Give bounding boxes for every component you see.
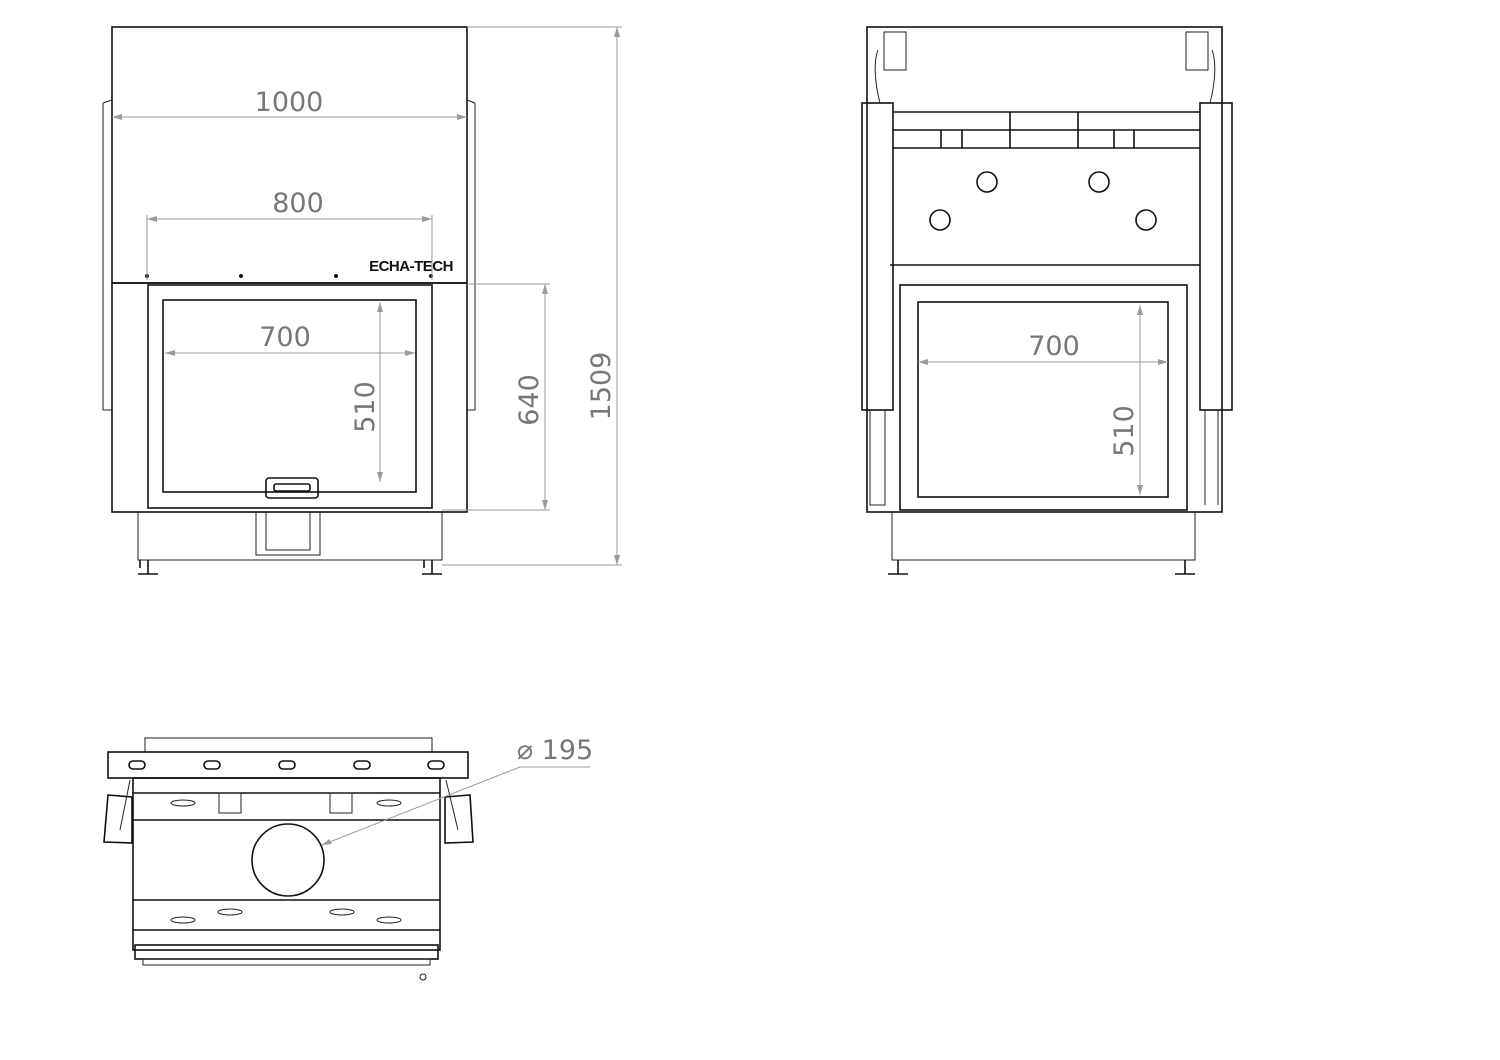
ash-tray-lip: [142, 958, 431, 966]
flue-outlet: [251, 823, 325, 897]
brand-logo: ECHA-TECH: [369, 258, 453, 275]
side-strips: [102, 99, 476, 411]
extension-lines-hood-width: [146, 215, 433, 280]
handle-rods: [119, 779, 459, 831]
hood: [111, 26, 468, 284]
dim-door-height: 640: [514, 374, 545, 426]
ash-tray: [134, 944, 439, 960]
top-body: [132, 777, 441, 951]
dim-total-width: 1000: [255, 87, 324, 118]
dim-total-height: 1509: [586, 352, 617, 421]
body-slots: [170, 799, 402, 924]
dim-glass-height: 510: [350, 381, 381, 433]
door-handle: [265, 477, 319, 499]
door-glass: [162, 299, 417, 493]
door-frame: [147, 284, 433, 509]
base-stand: [137, 512, 443, 561]
top-view: ⌀ 195: [103, 735, 593, 981]
extension-lines-door-height: [442, 283, 550, 511]
connector-block-left: [218, 792, 242, 814]
rear-dim-glass-width: 700: [1028, 331, 1080, 362]
left-column: [861, 102, 894, 411]
body-bands: [133, 792, 440, 931]
flue-leader-line: [321, 766, 590, 846]
rear-door-frame: [899, 284, 1188, 511]
air-inlets: [929, 171, 1157, 231]
top-channels: [893, 111, 1200, 149]
ash-tray-knob: [419, 973, 427, 981]
front-view: ECHA-TECH 1000 800 700 510 640 1509: [102, 26, 622, 575]
dim-glass-width: 700: [259, 322, 311, 353]
rear-feet: [888, 560, 1195, 575]
extension-lines-total-height: [442, 26, 622, 566]
top-slots: [128, 760, 445, 770]
firebox-body: [111, 282, 468, 513]
rear-base: [891, 512, 1196, 561]
side-handles: [103, 794, 474, 844]
door-handle-grip: [273, 483, 311, 492]
rear-view: 700 510: [861, 26, 1233, 575]
hinge-right: [1185, 31, 1209, 71]
hinge-rods: [874, 49, 1216, 104]
lower-column-panels: [869, 410, 1219, 506]
rear-body: [866, 26, 1223, 513]
dim-flue-diameter: ⌀ 195: [517, 735, 593, 766]
connector-block-right: [329, 792, 353, 814]
flue-leader-arrow: [322, 839, 332, 845]
feet: [138, 560, 442, 575]
rear-dim-glass-height: 510: [1109, 405, 1140, 457]
hinge-left: [883, 31, 907, 71]
dim-hood-width: 800: [272, 188, 324, 219]
right-column: [1199, 102, 1233, 411]
rear-door-glass: [917, 301, 1169, 498]
top-back-edge: [144, 737, 433, 753]
top-bar: [107, 751, 469, 779]
